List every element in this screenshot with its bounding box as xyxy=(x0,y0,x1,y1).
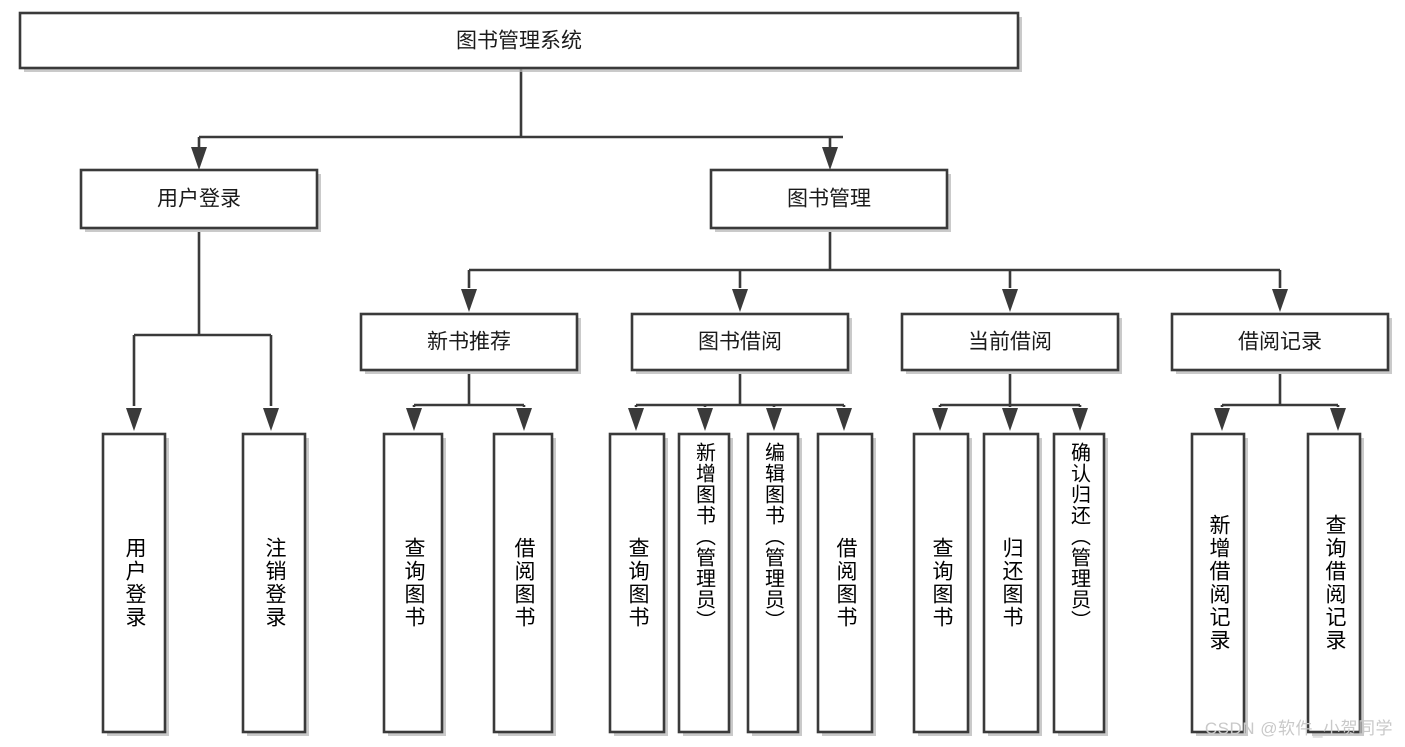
node-leaf-add-record-label: 新增借阅记录 xyxy=(1207,514,1230,652)
node-leaf-return-book[interactable]: 归还图书 xyxy=(982,432,1042,736)
node-book-management-label: 图书管理 xyxy=(787,188,871,211)
arrow-br-leaf-2 xyxy=(1330,408,1346,431)
arrow-root-to-user-login xyxy=(191,147,207,170)
arrow-bb-leaf-4 xyxy=(836,408,852,431)
arrow-bb-leaf-1 xyxy=(628,408,644,431)
arrow-bb-leaf-3 xyxy=(766,408,782,431)
arrow-new-book-leaf-1 xyxy=(406,408,422,431)
node-new-book-recommend[interactable]: 新书推荐 xyxy=(359,312,581,374)
arrow-user-login-leaf-1 xyxy=(126,408,142,431)
arrow-bm-to-borrow-record xyxy=(1272,289,1288,312)
node-leaf-query-book-2-label: 查询图书 xyxy=(626,537,649,629)
node-leaf-edit-book[interactable]: 编辑图书（管理员） xyxy=(746,432,802,736)
node-leaf-add-book-label: 新增图书（管理员） xyxy=(692,442,715,631)
node-leaf-edit-book-label: 编辑图书（管理员） xyxy=(761,442,784,631)
connector-layer xyxy=(126,68,1346,431)
node-book-borrow[interactable]: 图书借阅 xyxy=(630,312,852,374)
arrow-cb-leaf-2 xyxy=(1002,408,1018,431)
arrow-root-to-book-management xyxy=(822,147,838,170)
node-leaf-query-book-1[interactable]: 查询图书 xyxy=(382,432,446,736)
node-leaf-query-record-label: 查询借阅记录 xyxy=(1323,514,1346,652)
arrow-cb-leaf-3 xyxy=(1072,408,1088,431)
node-leaf-borrow-book-1-label: 借阅图书 xyxy=(512,537,535,629)
arrow-new-book-leaf-2 xyxy=(516,408,532,431)
arrow-br-leaf-1 xyxy=(1214,408,1230,431)
node-leaf-query-book-3[interactable]: 查询图书 xyxy=(912,432,972,736)
node-leaf-logout-login[interactable]: 注销登录 xyxy=(241,432,309,736)
node-borrow-record[interactable]: 借阅记录 xyxy=(1170,312,1392,374)
arrow-bb-leaf-2 xyxy=(697,408,713,431)
arrow-bm-to-book-borrow xyxy=(732,289,748,312)
node-current-borrow[interactable]: 当前借阅 xyxy=(900,312,1122,374)
node-leaf-confirm-return[interactable]: 确认归还（管理员） xyxy=(1052,432,1108,736)
node-leaf-add-record[interactable]: 新增借阅记录 xyxy=(1190,432,1248,736)
node-user-login-label: 用户登录 xyxy=(157,188,241,211)
node-book-management[interactable]: 图书管理 xyxy=(709,168,951,232)
node-leaf-borrow-book-2[interactable]: 借阅图书 xyxy=(816,432,876,736)
arrow-bm-to-current-borrow xyxy=(1002,289,1018,312)
node-leaf-user-login-label: 用户登录 xyxy=(123,537,146,629)
node-leaf-query-record[interactable]: 查询借阅记录 xyxy=(1306,432,1364,736)
node-leaf-query-book-2[interactable]: 查询图书 xyxy=(608,432,668,736)
node-book-borrow-label: 图书借阅 xyxy=(698,331,782,354)
node-leaf-query-book-1-label: 查询图书 xyxy=(402,537,425,629)
node-leaf-add-book[interactable]: 新增图书（管理员） xyxy=(677,432,733,736)
arrow-user-login-leaf-2 xyxy=(263,408,279,431)
node-leaf-borrow-book-1[interactable]: 借阅图书 xyxy=(492,432,556,736)
arrow-cb-leaf-1 xyxy=(932,408,948,431)
node-new-book-recommend-label: 新书推荐 xyxy=(427,331,511,354)
arrow-bm-to-new-book xyxy=(461,289,477,312)
node-current-borrow-label: 当前借阅 xyxy=(968,331,1052,354)
node-leaf-borrow-book-2-label: 借阅图书 xyxy=(834,537,857,629)
node-leaf-query-book-3-label: 查询图书 xyxy=(930,537,953,629)
node-borrow-record-label: 借阅记录 xyxy=(1238,331,1322,354)
node-user-login[interactable]: 用户登录 xyxy=(79,168,321,232)
node-leaf-logout-login-label: 注销登录 xyxy=(263,537,286,629)
node-root[interactable]: 图书管理系统 xyxy=(18,11,1022,72)
node-leaf-user-login[interactable]: 用户登录 xyxy=(101,432,169,736)
node-leaf-return-book-label: 归还图书 xyxy=(1000,537,1023,629)
node-leaf-confirm-return-label: 确认归还（管理员） xyxy=(1067,442,1090,631)
node-root-label: 图书管理系统 xyxy=(456,30,582,53)
